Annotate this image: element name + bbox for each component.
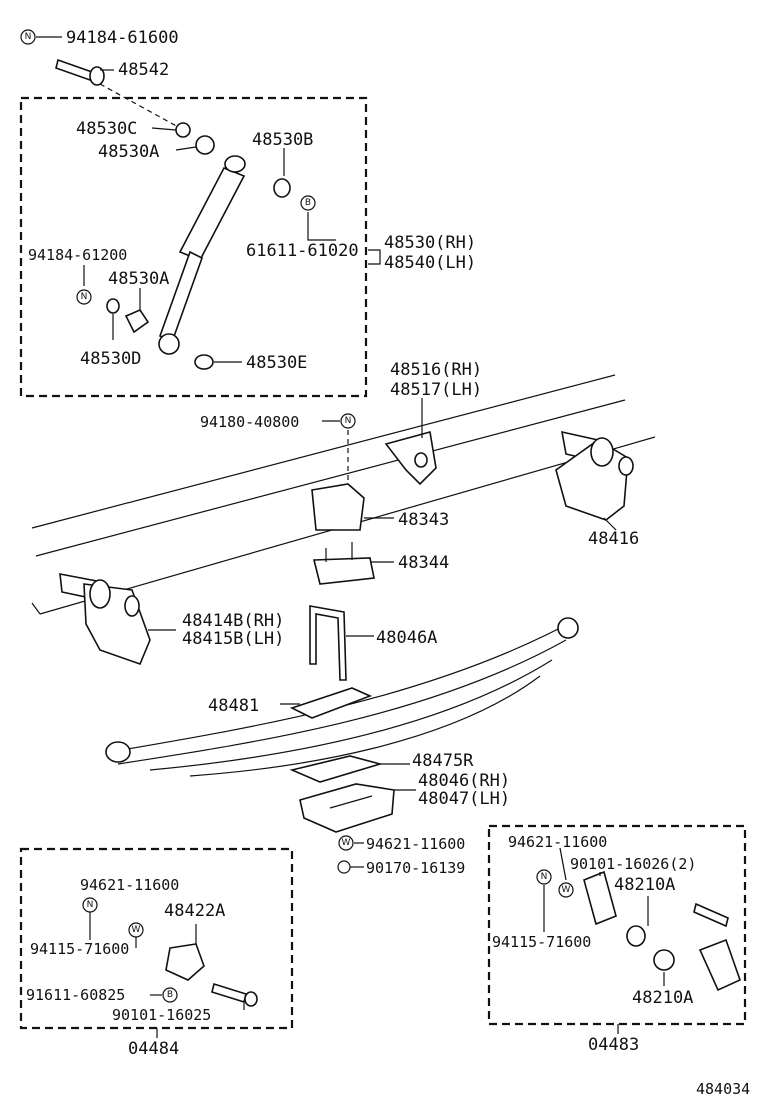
label-48416: 48416 — [588, 529, 639, 549]
badge-w-text: W — [132, 925, 141, 935]
badge-w-1: W — [338, 835, 354, 851]
label-48481: 48481 — [208, 696, 259, 716]
label-48343: 48343 — [398, 510, 449, 530]
kit-04483-box — [487, 824, 747, 1026]
label-48530B: 48530B — [252, 130, 313, 150]
hanger-48414B — [59, 573, 151, 666]
kit-04484-parts — [165, 943, 258, 1007]
badge-n-1: N — [20, 29, 36, 45]
label-48046-rh: 48046(RH) — [418, 771, 510, 791]
bushing-48530D — [106, 298, 120, 314]
label-48422A: 48422A — [164, 901, 225, 921]
label-48530C: 48530C — [76, 119, 137, 139]
badge-w-text: W — [562, 885, 571, 895]
label-91611-60825: 91611-60825 — [26, 986, 125, 1004]
badge-n-text: N — [81, 292, 88, 302]
label-04483: 04483 — [588, 1035, 639, 1055]
label-94621-11600-center: 94621-11600 — [366, 835, 465, 853]
badge-w-3: W — [558, 882, 574, 898]
label-61611-61020: 61611-61020 — [246, 241, 359, 261]
label-48047-lh: 48047(LH) — [418, 789, 510, 809]
label-48530E: 48530E — [246, 353, 307, 373]
bracket-48516 — [384, 430, 437, 486]
badge-n-5: N — [536, 869, 552, 885]
label-48210A-top: 48210A — [614, 875, 675, 895]
badge-n-text: N — [541, 872, 548, 882]
bushing-48530C — [175, 122, 191, 138]
kit-04483-parts — [583, 870, 741, 992]
seat-48481 — [289, 687, 373, 719]
label-04484: 04484 — [128, 1039, 179, 1059]
badge-n-3: N — [340, 413, 356, 429]
label-48414B-rh: 48414B(RH) — [182, 611, 284, 631]
label-48542: 48542 — [118, 60, 169, 80]
bushing-48530B — [273, 178, 291, 198]
badge-b-text: B — [305, 198, 311, 208]
bushing-48530A-mid — [124, 309, 150, 334]
label-94621-11600-right: 94621-11600 — [508, 833, 607, 851]
label-48530A-top: 48530A — [98, 142, 159, 162]
badge-n-4: N — [82, 897, 98, 913]
label-94621-11600-left: 94621-11600 — [80, 876, 179, 894]
label-48517-lh: 48517(LH) — [390, 380, 482, 400]
badge-w-2: W — [128, 922, 144, 938]
badge-b-1: B — [300, 195, 316, 211]
label-48475R: 48475R — [412, 751, 474, 771]
bumper-48344 — [312, 542, 375, 585]
label-48516-rh: 48516(RH) — [390, 360, 482, 380]
bushing-48530E — [194, 354, 214, 370]
bushing-48422A — [165, 943, 205, 981]
label-90101-16025: 90101-16025 — [112, 1006, 211, 1024]
label-48530-rh: 48530(RH) — [384, 233, 476, 253]
badge-cap-1 — [337, 860, 351, 874]
badge-b-text: B — [167, 990, 173, 1000]
u-bolt-48046A — [309, 605, 347, 681]
label-94115-71600-left: 94115-71600 — [30, 940, 129, 958]
plate-48475R — [289, 755, 383, 783]
bumper-48343 — [311, 483, 365, 531]
label-94184-61200: 94184-61200 — [28, 246, 127, 264]
seat-48046 — [299, 783, 395, 833]
bolt-48542 — [55, 58, 181, 129]
label-48415B-lh: 48415B(LH) — [182, 629, 284, 649]
label-48344: 48344 — [398, 553, 449, 573]
badge-n-text: N — [87, 900, 94, 910]
badge-n-2: N — [76, 289, 92, 305]
label-48210A-bottom: 48210A — [632, 988, 693, 1008]
hanger-48416 — [555, 430, 634, 521]
label-90170-16139: 90170-16139 — [366, 859, 465, 877]
badge-b-2: B — [162, 987, 178, 1003]
diagram-code: 484034 — [696, 1080, 750, 1098]
label-48046A: 48046A — [376, 628, 437, 648]
badge-n-text: N — [25, 32, 32, 42]
shock-absorber-group-box — [19, 96, 368, 398]
label-48540-lh: 48540(LH) — [384, 253, 476, 273]
bushing-48530A-top — [195, 135, 215, 155]
badge-n-text: N — [345, 416, 352, 426]
label-48530D: 48530D — [80, 349, 141, 369]
part-labels: 94184-61600 48542 48530C 48530A 48530B 6… — [26, 28, 750, 1098]
badge-w-text: W — [342, 838, 351, 848]
label-94184-61600: 94184-61600 — [66, 28, 179, 48]
label-94115-71600-right: 94115-71600 — [492, 933, 591, 951]
label-94180-40800: 94180-40800 — [200, 413, 299, 431]
label-90101-16026: 90101-16026(2) — [570, 855, 696, 873]
label-48530A-mid: 48530A — [108, 269, 169, 289]
shock-absorber — [106, 122, 291, 370]
